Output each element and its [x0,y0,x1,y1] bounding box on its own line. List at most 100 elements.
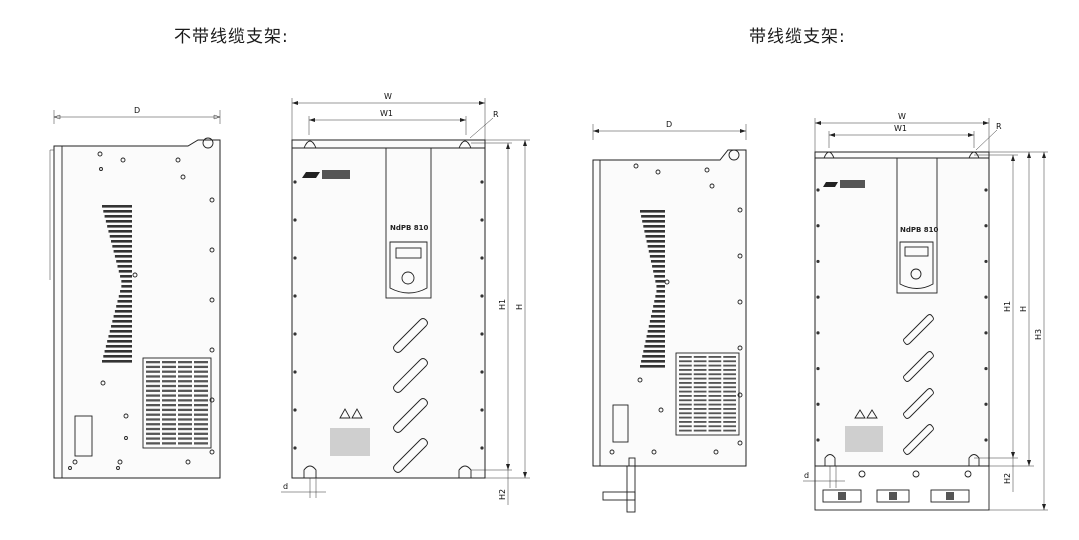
vent-bar [178,408,192,412]
rivet [984,188,988,192]
side-view-with-bracket: D [592,120,747,513]
vent-bar [178,380,192,383]
vent-bar [643,350,665,353]
vent-bar [693,399,707,402]
vent-bar [679,377,692,380]
dim-label-h1: H1 [498,299,507,310]
vent-bar [648,325,665,328]
front-view-with-bracket: W W1 R NdPB 810 [803,112,1048,511]
vent-bar [693,425,707,428]
vent-bar [113,315,132,318]
vent-bar [640,365,665,368]
vent-bar [146,389,160,392]
vent-bar [708,425,722,428]
dim-label-w-2: W [898,112,906,121]
vent-slots [393,318,428,473]
dim-label-d-2: D [666,120,672,129]
vent-bar [178,389,192,392]
vent-bar [723,377,736,380]
vent-bar [708,356,722,358]
vent-bar [194,404,208,407]
heading-without-cable-bracket: 不带线缆支架: [174,27,289,47]
vent-bar [650,260,665,263]
vent-bar [679,408,692,410]
vent-bar [650,315,665,318]
vent-bar [723,369,736,371]
vent-bar [162,427,176,431]
rivet [816,188,820,192]
vent-bar [146,442,160,445]
vent-bar [162,423,176,426]
rivet [984,438,988,442]
rivet [816,331,820,335]
vent-bar [723,429,736,432]
vent-bar [653,305,665,308]
heading-with-cable-bracket: 带线缆支架: [749,27,846,47]
vent-bar [194,399,208,402]
vent-bar [146,413,160,416]
vent-bar [162,413,176,416]
rivet [480,256,484,260]
vent-bar [679,425,692,428]
vent-bar [652,310,665,313]
vent-bar [679,369,692,371]
dim-label-w1: W1 [380,109,393,118]
vent-bar [708,408,722,410]
vent-bar [693,390,707,393]
vent-bar [162,408,176,412]
vent-bar [679,390,692,393]
vent-bar [656,290,665,293]
vent-bar [643,225,665,228]
vent-bar [708,364,722,367]
rivet [293,180,297,184]
vent-bar [723,395,736,397]
vent-bar [693,356,707,358]
rivet [816,438,820,442]
vent-bar [708,399,722,402]
vent-bar [162,370,176,373]
vent-bar [178,365,192,369]
vent-bar [194,361,208,364]
vent-bar [146,370,160,373]
vent-bar [642,355,665,358]
vent-bar [647,330,665,333]
side-view-without-bracket: D [49,106,221,479]
vent-bar [118,270,132,273]
rivet [293,294,297,298]
vent-bar [655,295,665,298]
vent-bar [644,230,665,233]
vent-bar [693,395,707,397]
vent-bar [645,340,665,343]
vent-bar [162,432,176,435]
vent-bar [121,285,132,288]
vent-bar [146,399,160,402]
vent-bar [146,384,160,388]
model-label-2: NdPB 810 [900,226,939,234]
vent-bar [693,360,707,363]
vent-bar [146,380,160,383]
rivet [816,259,820,264]
vent-bar [162,418,176,421]
rivet [293,446,297,450]
vent-bar [111,325,132,328]
vent-bar [194,389,208,392]
vent-bar [723,403,736,406]
vent-bar [178,370,192,373]
vent-bar [105,345,132,348]
rivet [984,224,988,228]
vent-bar [641,215,665,218]
vent-bar [708,369,722,371]
dim-label-r: R [493,110,499,119]
vent-bar [708,395,722,397]
vent-bar [646,335,665,338]
vent-bar [693,364,707,367]
vent-bar [693,382,707,384]
vent-bar [116,305,132,308]
vent-bar [162,442,176,445]
vent-bar [178,375,192,378]
dim-label-h3: H3 [1034,329,1043,340]
vent-bar [112,320,132,323]
vent-bar [679,416,692,419]
vent-bar [723,356,736,358]
vent-bar [146,423,160,426]
